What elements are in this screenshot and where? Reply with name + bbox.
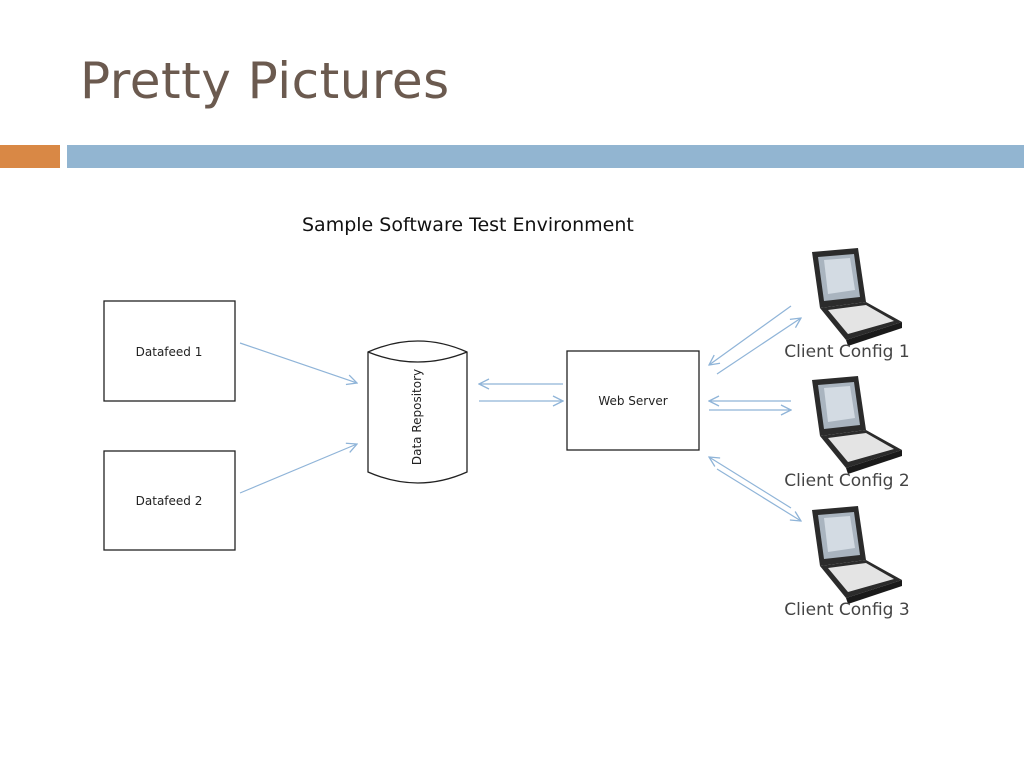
laptop-icon	[812, 248, 902, 346]
datafeed-label-1: Datafeed 1	[136, 345, 203, 359]
client-label-1: Client Config 1	[784, 342, 909, 362]
web-server-label: Web Server	[598, 394, 667, 408]
arrow-datafeed1-to-repository	[239, 342, 357, 383]
accent-bar-orange	[0, 145, 60, 168]
client-1: Client Config 1	[784, 248, 910, 362]
slide-title: Pretty Pictures	[80, 52, 450, 110]
data-repository-cylinder: Data Repository	[367, 340, 468, 484]
arrow-server-to-client1	[716, 318, 801, 375]
data-repository-label: Data Repository	[410, 369, 424, 465]
client-label-2: Client Config 2	[784, 471, 909, 491]
datafeed-box-1: Datafeed 1	[103, 300, 236, 402]
datafeed-box-2: Datafeed 2	[103, 450, 236, 551]
diagram-caption: Sample Software Test Environment	[302, 214, 634, 236]
datafeed-label-2: Datafeed 2	[136, 494, 203, 508]
laptop-icon	[812, 376, 902, 474]
arrow-server-to-client3	[716, 468, 801, 521]
laptop-icon	[812, 506, 902, 604]
arrow-client3-to-server	[709, 457, 792, 509]
accent-bar-blue	[67, 145, 1024, 168]
web-server-box: Web Server	[566, 350, 700, 451]
client-3: Client Config 3	[784, 506, 910, 620]
arrow-client1-to-server	[709, 305, 792, 365]
client-2: Client Config 2	[784, 376, 910, 491]
arrow-datafeed2-to-repository	[239, 444, 357, 494]
client-label-3: Client Config 3	[784, 600, 909, 620]
